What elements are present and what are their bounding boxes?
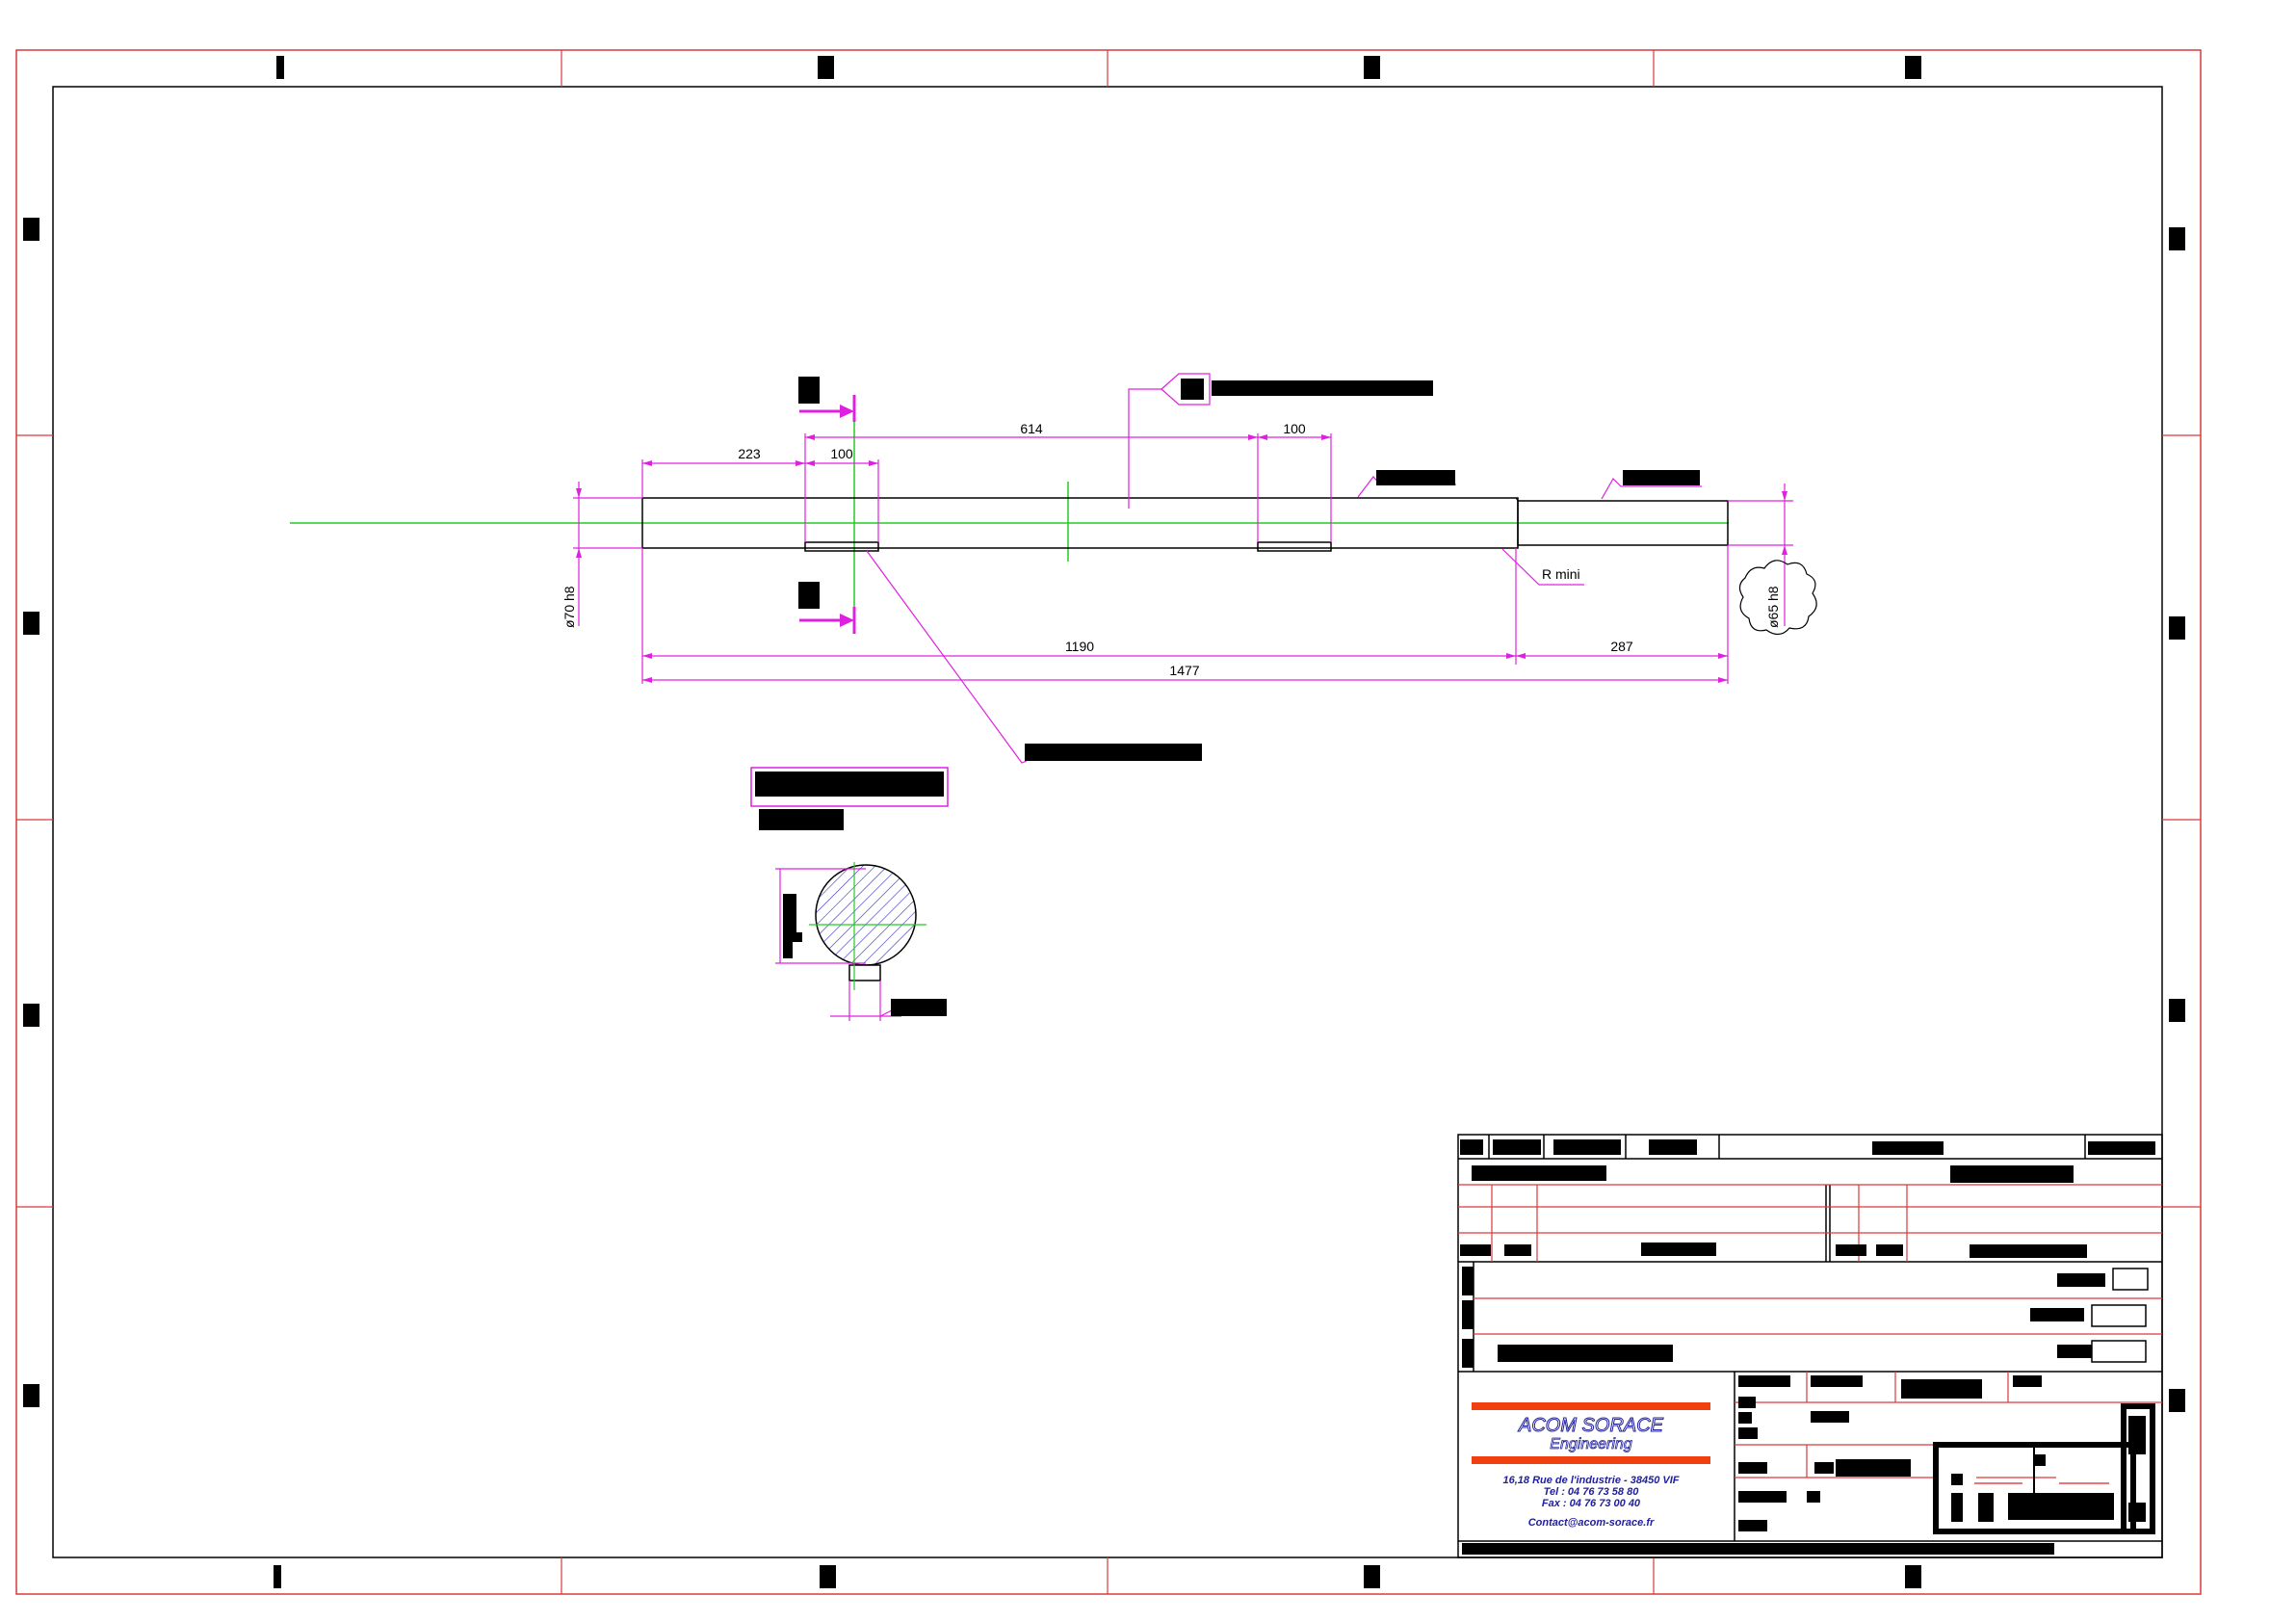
section-title-box: [750, 767, 949, 807]
sheet-frame: [15, 49, 2202, 1595]
redacted-callouts: [1025, 379, 1700, 761]
company-name: ACOM SORACE: [1518, 1415, 1664, 1436]
company-logo[interactable]: ACOM SORACE Engineering: [1472, 1402, 1710, 1464]
company-address: 16,18 Rue de l'industrie - 38450 VIF: [1503, 1475, 1680, 1486]
shaft-small-diameter: [1517, 500, 1729, 546]
dim-614: 614: [1020, 421, 1043, 436]
outer-border: [15, 49, 2202, 1595]
shaft-main-view: [290, 414, 1729, 631]
zone-dividers: [16, 50, 2201, 1594]
title-block: ACOM SORACE Engineering 16,18 Rue de l'i…: [1457, 1134, 2163, 1558]
company-fax: Fax : 04 76 73 00 40: [1542, 1498, 1641, 1509]
company-contact[interactable]: Contact@acom-sorace.fr: [1528, 1517, 1655, 1529]
dim-fillet: R mini: [1542, 566, 1580, 582]
section-view: [750, 767, 949, 1021]
dim-287: 287: [1610, 639, 1633, 654]
section-label-bottom: [798, 582, 820, 609]
section-keyway: [848, 964, 881, 981]
keyway-left: [804, 541, 879, 552]
zone-markers: [23, 56, 2185, 1588]
section-label-top: [798, 377, 820, 404]
dim-223: 223: [738, 446, 761, 461]
inner-border: [52, 86, 2163, 1558]
dim-dia-65: ø65 h8: [1765, 586, 1781, 628]
dimension-texts: 223 100 614 100 1190 287 1477 R mini ø70…: [561, 421, 1781, 678]
company-sub: Engineering: [1550, 1436, 1632, 1452]
keyway-right: [1257, 541, 1332, 552]
dim-dia-70: ø70 h8: [561, 586, 577, 628]
dimension-arrows: [576, 434, 1787, 683]
dim-1477: 1477: [1169, 663, 1199, 678]
dimensions: [573, 373, 1793, 764]
dim-100-right: 100: [1283, 421, 1306, 436]
dim-1190: 1190: [1065, 639, 1094, 654]
section-markers: [798, 377, 856, 634]
dim-100-left: 100: [830, 446, 853, 461]
logo-bar-bottom: [1472, 1456, 1710, 1464]
company-tel: Tel : 04 76 73 58 80: [1544, 1486, 1640, 1498]
revision-cloud: [1738, 560, 1817, 636]
section-hatch: [816, 865, 916, 965]
logo-bar-top: [1472, 1402, 1710, 1410]
